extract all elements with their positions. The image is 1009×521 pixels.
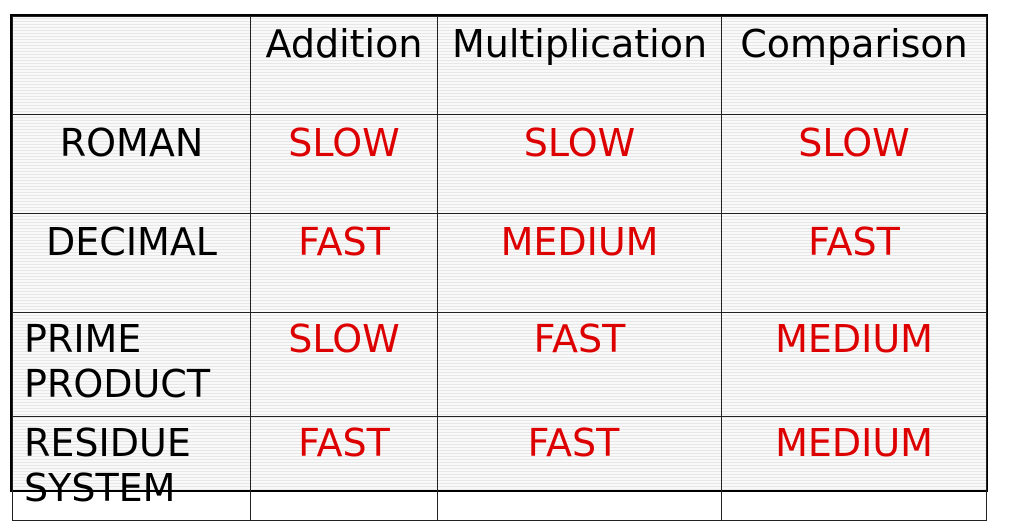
row-label-line: ROMAN: [59, 121, 204, 165]
table-row: DECIMAL FAST MEDIUM FAST: [12, 213, 987, 313]
row-label-decimal: DECIMAL: [12, 213, 251, 313]
row-label-line: DECIMAL: [46, 220, 217, 264]
cell-residue-system-addition: FAST: [250, 416, 438, 521]
table-row: ROMAN SLOW SLOW SLOW: [12, 114, 987, 214]
cell-roman-comparison: SLOW: [721, 114, 987, 214]
cell-roman-addition: SLOW: [250, 114, 438, 214]
row-label-line: PRIME: [24, 317, 142, 361]
cell-residue-system-multiplication: FAST: [437, 416, 722, 521]
cell-roman-multiplication: SLOW: [437, 114, 722, 214]
cell-prime-product-multiplication: FAST: [437, 312, 722, 417]
row-label-line: PRODUCT: [24, 362, 211, 406]
table-row: PRIME PRODUCT SLOW FAST MEDIUM: [12, 312, 987, 417]
cell-decimal-addition: FAST: [250, 213, 438, 313]
cell-decimal-comparison: FAST: [721, 213, 987, 313]
cell-prime-product-comparison: MEDIUM: [721, 312, 987, 417]
row-label-line: RESIDUE: [24, 421, 191, 465]
cell-decimal-multiplication: MEDIUM: [437, 213, 722, 313]
header-multiplication: Multiplication: [437, 16, 722, 115]
header-corner-cell: [12, 16, 251, 115]
row-label-roman: ROMAN: [12, 114, 251, 214]
cell-prime-product-addition: SLOW: [250, 312, 438, 417]
row-label-prime-product: PRIME PRODUCT: [12, 312, 251, 417]
table-row: RESIDUE SYSTEM FAST FAST MEDIUM: [12, 416, 987, 521]
row-label-residue-system: RESIDUE SYSTEM: [12, 416, 251, 521]
cell-residue-system-comparison: MEDIUM: [721, 416, 987, 521]
header-comparison: Comparison: [721, 16, 987, 115]
number-system-table: Addition Multiplication Comparison ROMAN…: [12, 16, 987, 521]
comparison-table: Addition Multiplication Comparison ROMAN…: [10, 14, 988, 521]
cell-value: FAST: [527, 421, 620, 465]
header-row: Addition Multiplication Comparison: [12, 16, 987, 115]
row-label-line: SYSTEM: [24, 466, 176, 510]
header-addition: Addition: [250, 16, 438, 115]
